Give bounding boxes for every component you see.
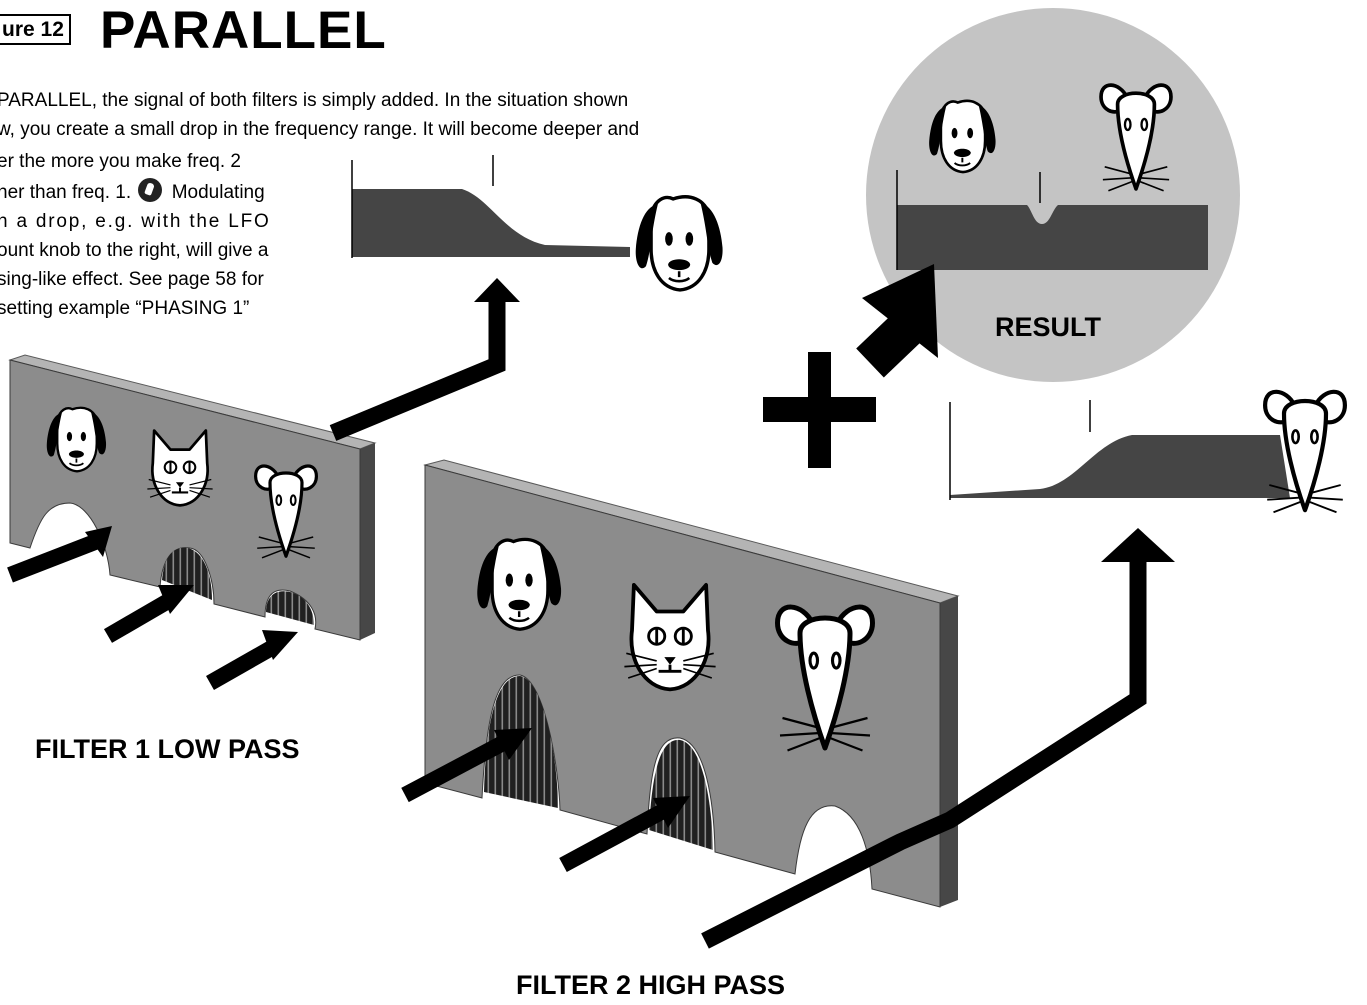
filter1-wall-side: [360, 443, 375, 640]
description-line-6: ount knob to the right, will give a: [0, 240, 269, 261]
filter2-output-arrowhead: [1101, 528, 1175, 562]
filter1-output-path: [329, 300, 506, 441]
description-line-8: setting example “PHASING 1”: [0, 298, 250, 319]
plus-sign: [763, 352, 876, 468]
filter2-arrowheads: [494, 728, 690, 828]
description-line-4: ner than freq. 1. Modulating: [0, 178, 265, 208]
figure-number-tag: ure 12: [0, 14, 71, 45]
filter1-arch-right: [266, 591, 314, 625]
filter1-arch-middle: [162, 547, 212, 600]
hand-icon: [138, 178, 163, 202]
filter2-label: FILTER 2 HIGH PASS: [516, 970, 786, 1000]
description-line-3: er the more you make freq. 2: [0, 151, 241, 172]
description-line-5: h a drop, e.g. with the LFO: [0, 211, 271, 232]
filter1-output-arrowhead: [474, 278, 520, 302]
result-response-curve: [897, 205, 1208, 270]
filter2-output-path: [701, 557, 1147, 949]
description-line-4b: Modulating: [171, 182, 265, 203]
description-line-2: w, you create a small drop in the freque…: [0, 119, 640, 140]
description-line-7: sing-like effect. See page 58 for: [0, 269, 264, 290]
filter1-arrowheads: [85, 526, 298, 660]
result-arrow-head: [862, 264, 938, 358]
result-label: RESULT: [995, 312, 1101, 342]
filter2-response-curve: [950, 435, 1290, 498]
page-title: PARALLEL: [100, 1, 387, 60]
filter2-arch-middle: [649, 739, 713, 850]
description-line-4a: ner than freq. 1.: [0, 182, 132, 203]
filter1-label: FILTER 1 LOW PASS: [35, 734, 300, 764]
filter2-input-arrows: [401, 734, 669, 873]
filter2-wall-side: [940, 596, 958, 907]
description-line-1: PARALLEL, the signal of both filters is …: [0, 90, 629, 111]
filter1-response-curve: [352, 189, 630, 257]
filter1-input-arrows: [7, 534, 279, 690]
filter1-graph-dog-icon: [634, 195, 725, 292]
